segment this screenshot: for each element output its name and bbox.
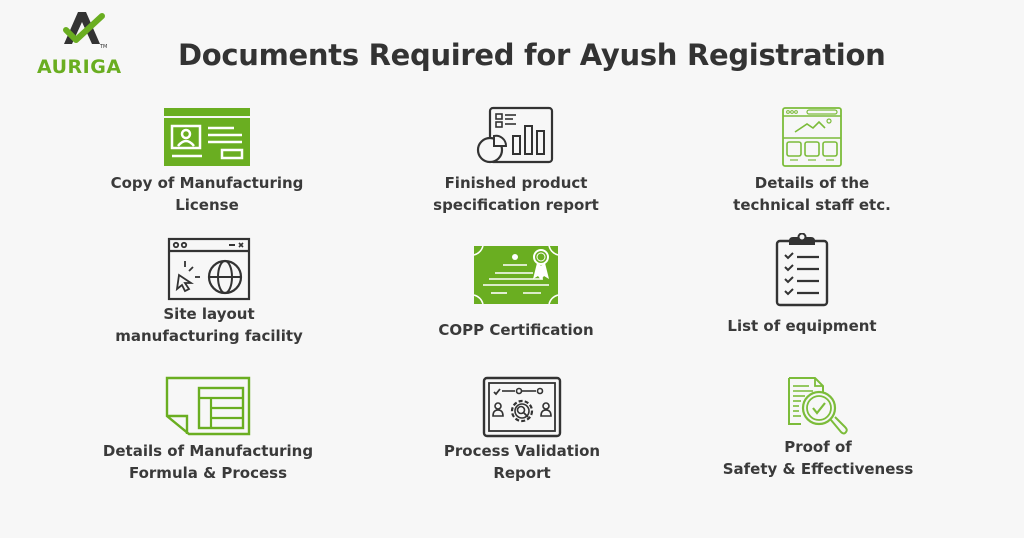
document-item-safety-effectiveness: Proof of Safety & Effectiveness bbox=[698, 376, 938, 480]
item-label: Process Validation Report bbox=[443, 442, 601, 482]
clipboard-checklist-icon bbox=[775, 233, 829, 307]
item-label: Site layout manufacturing facility bbox=[115, 305, 303, 345]
document-item-equipment-list: List of equipment bbox=[682, 233, 922, 337]
document-table-icon bbox=[165, 376, 251, 436]
web-layout-icon bbox=[782, 107, 842, 167]
auriga-logo-mark-icon: TM bbox=[63, 12, 107, 50]
document-item-process-validation: Process Validation Report bbox=[402, 376, 642, 484]
item-label: Details of Manufacturing Formula & Proce… bbox=[102, 442, 314, 482]
document-item-manufacturing-license: Copy of Manufacturing License bbox=[87, 106, 327, 216]
browser-globe-icon bbox=[167, 237, 251, 301]
document-item-copp-certification: COPP Certification bbox=[396, 245, 636, 341]
document-item-technical-staff: Details of the technical staff etc. bbox=[692, 106, 932, 216]
svg-text:TM: TM bbox=[99, 44, 107, 50]
report-chart-icon bbox=[476, 106, 554, 164]
brand-name: AURIGA bbox=[37, 56, 122, 78]
document-item-manufacturing-formula: Details of Manufacturing Formula & Proce… bbox=[88, 376, 328, 484]
license-card-icon bbox=[164, 108, 250, 166]
item-label: Copy of Manufacturing License bbox=[110, 174, 304, 214]
item-label: List of equipment bbox=[727, 317, 877, 335]
page-title: Documents Required for Ayush Registratio… bbox=[178, 38, 886, 72]
document-item-product-specification: Finished product specification report bbox=[396, 106, 636, 216]
item-label: COPP Certification bbox=[438, 321, 594, 339]
auriga-logo: TM AURIGA bbox=[30, 8, 130, 78]
item-label: Proof of Safety & Effectiveness bbox=[722, 438, 914, 478]
item-label: Details of the technical staff etc. bbox=[733, 174, 891, 214]
process-gear-icon bbox=[482, 376, 562, 438]
certificate-icon bbox=[473, 245, 559, 305]
item-label: Finished product specification report bbox=[433, 174, 599, 214]
document-magnifier-check-icon bbox=[788, 377, 848, 435]
document-item-site-layout: Site layout manufacturing facility bbox=[89, 237, 329, 347]
